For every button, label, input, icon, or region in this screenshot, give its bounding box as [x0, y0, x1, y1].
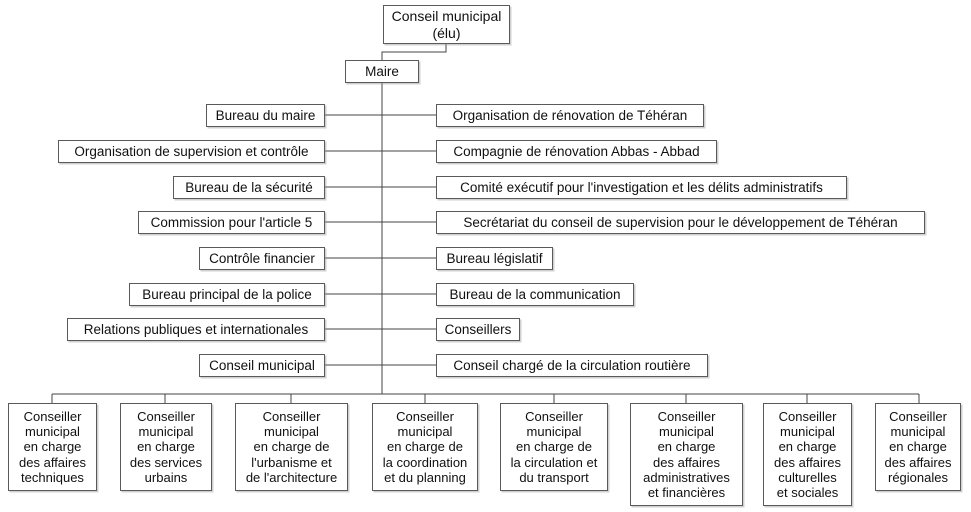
node-label: Conseiller municipal en charge des affai…: [643, 408, 730, 500]
node-label: Contrôle financier: [209, 250, 315, 266]
node-label: Conseiller municipal en charge des servi…: [129, 408, 203, 485]
node-label: Secrétariat du conseil de supervision po…: [463, 214, 898, 230]
node-maire[interactable]: Maire: [345, 60, 419, 83]
node-conseil-municipal[interactable]: Conseil municipal: [199, 354, 325, 377]
node-comite-executif-investigation[interactable]: Comité exécutif pour l'investigation et …: [436, 176, 847, 199]
node-label: Conseiller municipal en charge des affai…: [774, 408, 841, 500]
node-secretariat-conseil-supervision[interactable]: Secrétariat du conseil de supervision po…: [436, 211, 925, 234]
node-label: Bureau du maire: [215, 107, 316, 123]
link-conseil-to-maire: [381, 44, 447, 60]
node-conseiller-services-urbains[interactable]: Conseiller municipal en charge des servi…: [120, 403, 212, 491]
node-label: Organisation de rénovation de Téhéran: [452, 107, 688, 123]
node-compagnie-renovation-abbas-abbad[interactable]: Compagnie de rénovation Abbas - Abbad: [436, 140, 717, 163]
node-conseiller-affaires-administratives-financieres[interactable]: Conseiller municipal en charge des affai…: [630, 403, 743, 506]
node-label: Maire: [365, 63, 399, 79]
node-label: Bureau principal de la police: [142, 286, 312, 302]
node-label: Conseil municipal (élu): [391, 7, 502, 41]
node-label: Relations publiques et internationales: [83, 321, 309, 337]
node-label: Conseiller municipal en charge de la cir…: [510, 408, 598, 485]
node-label: Conseiller municipal en charge des affai…: [884, 408, 952, 485]
node-conseiller-circulation-transport[interactable]: Conseiller municipal en charge de la cir…: [500, 403, 608, 491]
node-conseiller-urbanisme-architecture[interactable]: Conseiller municipal en charge de l'urba…: [235, 403, 348, 491]
node-label: Conseillers: [444, 321, 512, 337]
node-label: Compagnie de rénovation Abbas - Abbad: [453, 143, 700, 159]
node-label: Comité exécutif pour l'investigation et …: [460, 179, 823, 195]
node-label: Bureau de la communication: [449, 286, 621, 302]
node-conseiller-coordination-planning[interactable]: Conseiller municipal en charge de la coo…: [372, 403, 478, 491]
node-label: Bureau de la sécurité: [185, 179, 313, 195]
node-bureau-communication[interactable]: Bureau de la communication: [436, 283, 634, 306]
node-controle-financier[interactable]: Contrôle financier: [199, 247, 325, 270]
node-label: Commission pour l'article 5: [150, 214, 313, 230]
node-bureau-du-maire[interactable]: Bureau du maire: [206, 104, 325, 127]
node-bureau-de-la-securite[interactable]: Bureau de la sécurité: [173, 176, 325, 199]
node-commission-article-5[interactable]: Commission pour l'article 5: [138, 211, 325, 234]
node-conseillers[interactable]: Conseillers: [436, 318, 520, 341]
node-label: Organisation de supervision et contrôle: [74, 143, 309, 159]
node-label: Conseiller municipal en charge de l'urba…: [245, 408, 338, 485]
node-conseil-circulation-routiere[interactable]: Conseil chargé de la circulation routièr…: [436, 354, 708, 377]
node-bureau-principal-police[interactable]: Bureau principal de la police: [129, 283, 325, 306]
node-organisation-renovation-teheran[interactable]: Organisation de rénovation de Téhéran: [436, 104, 704, 127]
node-bureau-legislatif[interactable]: Bureau législatif: [436, 247, 553, 270]
node-label: Conseiller municipal en charge de la coo…: [382, 408, 468, 485]
node-organisation-supervision-controle[interactable]: Organisation de supervision et contrôle: [58, 140, 325, 163]
node-label: Conseiller municipal en charge des affai…: [19, 408, 86, 485]
node-conseiller-affaires-culturelles-sociales[interactable]: Conseiller municipal en charge des affai…: [763, 403, 852, 506]
node-label: Conseil chargé de la circulation routièr…: [453, 357, 691, 373]
node-conseil-municipal-elu[interactable]: Conseil municipal (élu): [383, 5, 510, 44]
node-conseiller-affaires-techniques[interactable]: Conseiller municipal en charge des affai…: [8, 403, 97, 491]
node-label: Bureau législatif: [446, 250, 543, 266]
node-label: Conseil municipal: [209, 357, 315, 373]
node-relations-publiques-internationales[interactable]: Relations publiques et internationales: [67, 318, 325, 341]
node-conseiller-affaires-regionales[interactable]: Conseiller municipal en charge des affai…: [875, 403, 961, 491]
